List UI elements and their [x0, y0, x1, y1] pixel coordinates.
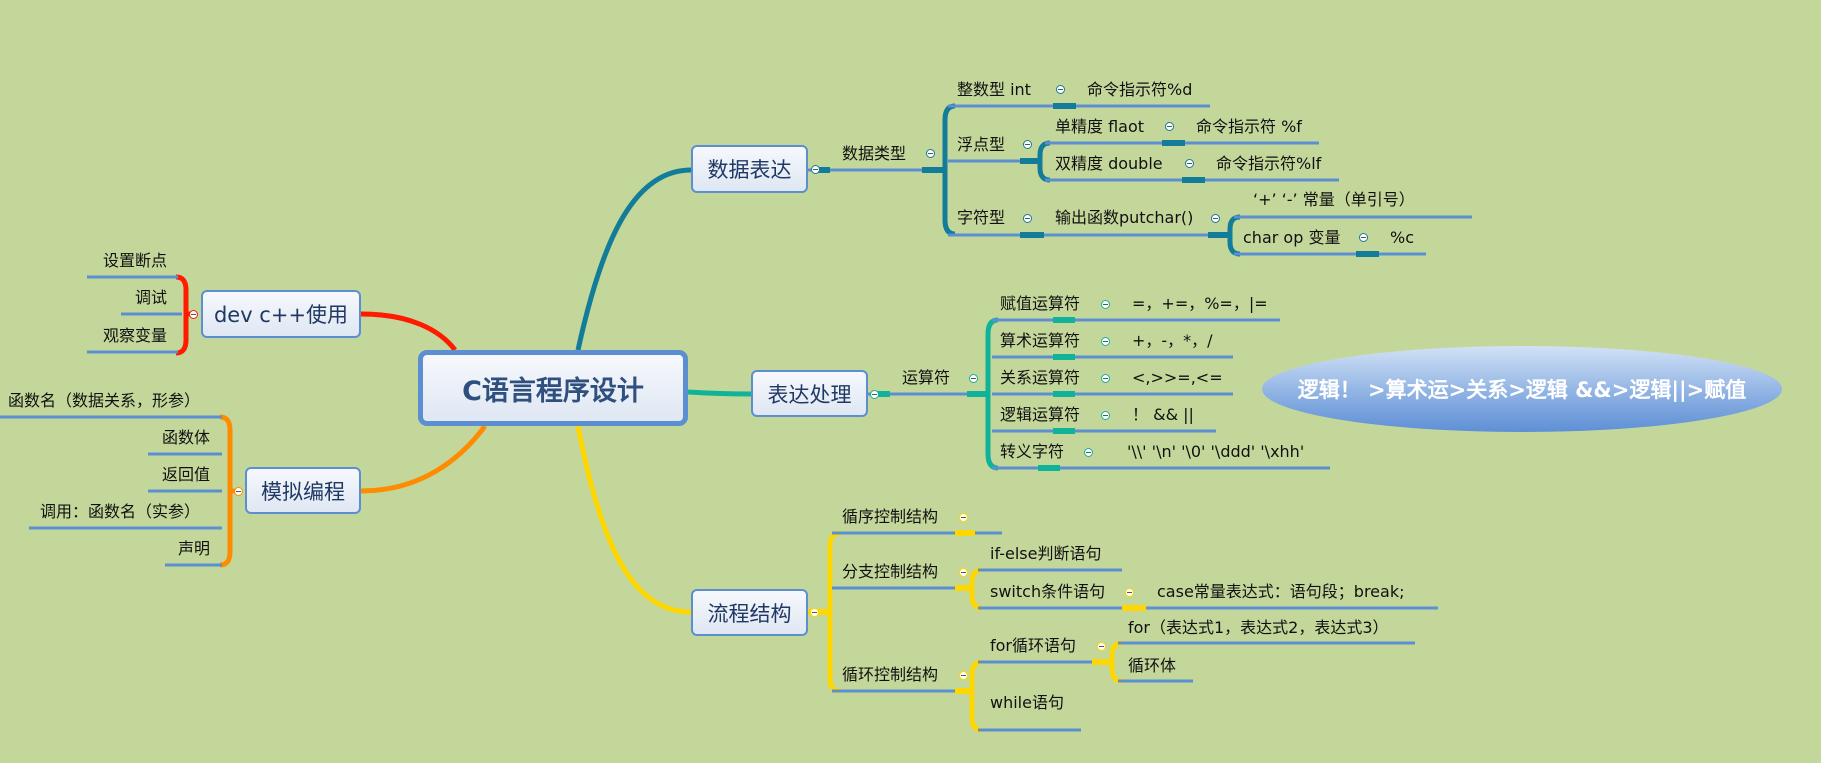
subtopic-int[interactable]: 整数型 int	[957, 80, 1031, 99]
collapse-icon[interactable]	[1165, 122, 1174, 131]
collapse-icon[interactable]	[870, 390, 879, 399]
topic-data-expression-label: 数据表达	[707, 158, 792, 182]
topic-simulated-programming-label: 模拟编程	[261, 479, 345, 504]
topic-dev-cpp-label: dev c++使用	[213, 303, 349, 327]
collapse-icon[interactable]	[1211, 214, 1220, 223]
subtopic-char-variable[interactable]: char op 变量	[1243, 228, 1341, 247]
dev-underlines	[87, 275, 182, 354]
escape-chars[interactable]: 转义字符	[1000, 442, 1065, 461]
subtopic[interactable]: 声明	[177, 539, 210, 558]
collapse-icon[interactable]	[1125, 588, 1134, 597]
subtopic[interactable]: 调用：函数名（实参）	[39, 502, 200, 521]
sim-underlines	[0, 415, 222, 567]
subtopic-while[interactable]: while语句	[990, 693, 1064, 712]
collapse-icon[interactable]	[810, 608, 819, 617]
collapse-icon[interactable]	[1023, 214, 1032, 223]
subtopic-double-format[interactable]: 命令指示符%lf	[1216, 154, 1322, 173]
collapse-icon[interactable]	[1084, 448, 1093, 457]
topic-flow-structure-label: 流程结构	[707, 601, 792, 626]
collapse-icon[interactable]	[959, 568, 968, 577]
topic-expression-processing[interactable]: 表达处理	[751, 370, 868, 417]
collapse-icon[interactable]	[1056, 85, 1065, 94]
subtopic-char-constant[interactable]: ‘+’ ‘-’ 常量（单引号）	[1253, 190, 1415, 209]
central-topic[interactable]: C语言程序设计	[418, 350, 688, 426]
operator-logical[interactable]: 逻辑运算符	[1000, 405, 1081, 424]
connector-flow	[575, 425, 692, 615]
collapse-icon[interactable]	[959, 671, 968, 680]
topic-flow-structure[interactable]: 流程结构	[691, 589, 808, 636]
subtopic[interactable]: 观察变量	[102, 326, 167, 345]
collapse-icon[interactable]	[969, 374, 978, 383]
data-lines	[808, 103, 1472, 257]
collapse-icon[interactable]	[1023, 140, 1032, 149]
subtopic-putchar[interactable]: 输出函数putchar()	[1055, 208, 1194, 227]
central-topic-label: C语言程序设计	[462, 375, 644, 407]
subtopic[interactable]: 设置断点	[102, 251, 167, 270]
collapse-icon[interactable]	[1101, 374, 1110, 383]
collapse-icon[interactable]	[811, 165, 820, 174]
operator-arith[interactable]: 算术运算符	[1000, 331, 1081, 350]
connector-dev	[360, 311, 457, 352]
subtopic-single-format[interactable]: 命令指示符 %f	[1196, 117, 1302, 136]
operator-assign[interactable]: 赋值运算符	[1000, 294, 1081, 313]
collapse-icon[interactable]	[1101, 300, 1110, 309]
connector-expr	[687, 389, 752, 397]
subtopic-char[interactable]: 字符型	[957, 208, 1006, 227]
collapse-icon[interactable]	[1101, 411, 1110, 420]
subtopic-for[interactable]: for循环语句	[990, 636, 1077, 655]
subtopic[interactable]: 返回值	[161, 465, 210, 484]
operator-arith-detail[interactable]: +，-，*，/	[1132, 331, 1213, 350]
operator-logical-detail[interactable]: ！ && ||	[1132, 405, 1194, 424]
subtopic[interactable]: 函数名（数据关系，形参）	[7, 391, 200, 410]
subtopic-int-format[interactable]: 命令指示符%d	[1087, 80, 1193, 99]
expr-lines	[868, 317, 1330, 471]
collapse-icon[interactable]	[1097, 642, 1106, 651]
subtopic-sequence[interactable]: 循序控制结构	[842, 507, 939, 526]
topic-data-expression[interactable]: 数据表达	[691, 145, 808, 193]
subtopic-data-types[interactable]: 数据类型	[842, 144, 907, 163]
subtopic-case[interactable]: case常量表达式：语句段；break;	[1157, 582, 1405, 601]
precedence-callout-text: 逻辑！ >算术运>关系>逻辑 &&>逻辑||>赋值	[1297, 378, 1747, 402]
collapse-icon[interactable]	[959, 513, 968, 522]
subtopic-loop-body[interactable]: 循环体	[1128, 656, 1177, 675]
connector-data	[575, 167, 692, 351]
subtopic-for-expression[interactable]: for（表达式1，表达式2，表达式3）	[1128, 618, 1389, 637]
subtopic[interactable]: 函数体	[161, 428, 210, 447]
operator-relational[interactable]: 关系运算符	[1000, 368, 1081, 387]
collapse-icon[interactable]	[234, 487, 243, 496]
subtopic-loop[interactable]: 循环控制结构	[842, 665, 939, 684]
subtopic-branch[interactable]: 分支控制结构	[842, 562, 939, 581]
subtopic-switch[interactable]: switch条件语句	[990, 582, 1106, 601]
subtopic-single[interactable]: 单精度 flaot	[1055, 117, 1145, 136]
flow-lines	[808, 530, 1438, 733]
collapse-icon[interactable]	[926, 149, 935, 158]
operator-relational-detail[interactable]: <,>>=,<=	[1132, 368, 1223, 387]
precedence-callout[interactable]: 逻辑！ >算术运>关系>逻辑 &&>逻辑||>赋值	[1262, 346, 1782, 432]
operator-assign-detail[interactable]: =，+=，%=，|=	[1132, 294, 1268, 313]
collapse-icon[interactable]	[1185, 159, 1194, 168]
subtopic-char-format[interactable]: %c	[1390, 228, 1414, 247]
topic-expression-processing-label: 表达处理	[767, 382, 852, 407]
collapse-icon[interactable]	[1101, 337, 1110, 346]
collapse-icon[interactable]	[189, 310, 198, 319]
subtopic-operators[interactable]: 运算符	[902, 368, 951, 387]
connector-sim	[360, 424, 488, 494]
topic-dev-cpp[interactable]: dev c++使用	[201, 290, 361, 338]
subtopic-if-else[interactable]: if-else判断语句	[990, 544, 1102, 563]
topic-simulated-programming[interactable]: 模拟编程	[245, 467, 361, 514]
subtopic-double[interactable]: 双精度 double	[1055, 154, 1163, 173]
subtopic[interactable]: 调试	[134, 288, 167, 307]
escape-chars-detail[interactable]: '\\' '\n' '\0' '\ddd' '\xhh'	[1127, 442, 1305, 461]
subtopic-float[interactable]: 浮点型	[957, 135, 1006, 154]
collapse-icon[interactable]	[1359, 233, 1368, 242]
